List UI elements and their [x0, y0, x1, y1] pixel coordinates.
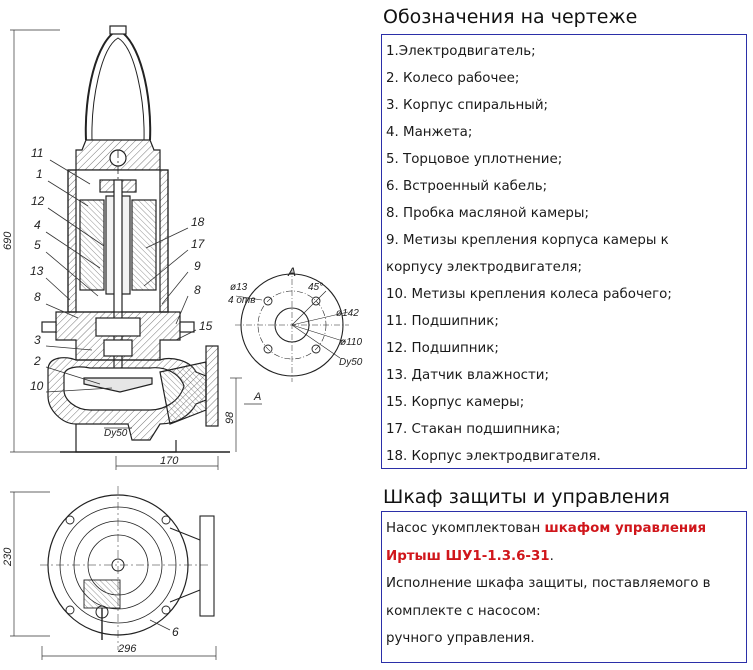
flange-angle-45: 45° — [308, 282, 323, 293]
dim-height-98: 98 — [224, 411, 236, 424]
cabinet-line-5: ручного управления. — [386, 631, 535, 646]
cabinet-heading: Шкаф защиты и управления — [383, 486, 670, 508]
legend-item: 18. Корпус электродвигателя. — [386, 449, 601, 464]
legend-item: 5. Торцовое уплотнение; — [386, 152, 563, 167]
legend-item: 6. Встроенный кабель; — [386, 179, 548, 194]
legend-item: 8. Пробка масляной камеры; — [386, 206, 590, 221]
leader-label-4: 4 — [34, 218, 41, 232]
cabinet-text: Насос укомплектован — [386, 521, 545, 536]
flange-dy50: Dy50 — [339, 357, 363, 368]
cabinet-line-3: Исполнение шкафа защиты, поставляемого в — [386, 576, 711, 591]
leader-label-10: 10 — [30, 379, 44, 393]
flange-title-a: А — [287, 265, 296, 279]
leader-lines — [45, 159, 197, 393]
cabinet-text: . — [549, 548, 554, 564]
pump-technical-drawing: 11 1 12 4 5 13 8 3 2 10 18 17 9 8 15 690… — [2, 25, 363, 660]
dim-height-total: 690 — [2, 231, 14, 250]
leader-label-5: 5 — [34, 238, 41, 252]
legend-item: 10. Метизы крепления колеса рабочего; — [386, 287, 672, 302]
pump-section-view — [41, 25, 230, 453]
dim-length-170: 170 — [160, 455, 179, 467]
legend-item: 15. Корпус камеры; — [386, 395, 525, 410]
leader-label-11: 11 — [31, 146, 43, 160]
cabinet-highlight: шкафом управления — [544, 521, 707, 536]
legend-item: 17. Стакан подшипника; — [386, 422, 561, 437]
legend-heading: Обозначения на чертеже — [383, 6, 638, 28]
flange-d142: ø142 — [336, 308, 359, 319]
leader-label-18: 18 — [191, 215, 205, 229]
legend-item: 9. Метизы крепления корпуса камеры к — [386, 233, 669, 248]
legend-item: 2. Колесо рабочее; — [386, 71, 520, 86]
leader-label-9: 9 — [194, 259, 201, 273]
leader-label-8-left: 8 — [34, 290, 41, 304]
flange-holes-dia: ø13 — [230, 282, 248, 293]
leader-label-17: 17 — [191, 237, 206, 251]
legend-item-continuation: корпусу электродвигателя; — [386, 260, 582, 275]
legend-item: 1.Электродвигатель; — [386, 44, 536, 59]
pump-plan-view — [40, 486, 215, 650]
legend-item: 13. Датчик влажности; — [386, 368, 550, 383]
flange-view-a — [235, 268, 349, 382]
leader-label-8-right: 8 — [194, 283, 201, 297]
flange-holes-count: 4 отв — [228, 295, 255, 306]
cabinet-line-1: Насос укомплектован шкафом управления — [386, 515, 742, 543]
leader-label-6: 6 — [172, 625, 179, 639]
cabinet-line-4: комплекте с насосом: — [386, 603, 541, 619]
dim-width-230: 230 — [2, 547, 14, 567]
section-marker-a: А — [253, 391, 261, 403]
legend-item: 11. Подшипник; — [386, 314, 499, 329]
leader-label-15: 15 — [199, 319, 213, 333]
legend-list: 1.Электродвигатель; 2. Колесо рабочее; 3… — [381, 34, 747, 469]
legend-item: 3. Корпус спиральный; — [386, 98, 549, 113]
leader-label-3: 3 — [34, 333, 41, 347]
leader-label-1: 1 — [36, 167, 43, 181]
leader-label-12: 12 — [31, 194, 45, 208]
leader-label-2: 2 — [33, 354, 41, 368]
cabinet-model-name: Иртыш ШУ1-1.3.6-31 — [386, 548, 550, 564]
cabinet-line-2: Иртыш ШУ1-1.3.6-31. — [386, 543, 742, 571]
legend-item: 4. Манжета; — [386, 125, 473, 140]
cabinet-info: Насос укомплектован шкафом управления Ир… — [381, 511, 747, 663]
legend-item: 12. Подшипник; — [386, 341, 499, 356]
dim-outlet-dy50: Dy50 — [104, 428, 128, 439]
flange-d110: ø110 — [340, 337, 362, 348]
leader-label-13: 13 — [30, 264, 44, 278]
dim-width-296: 296 — [117, 643, 137, 655]
